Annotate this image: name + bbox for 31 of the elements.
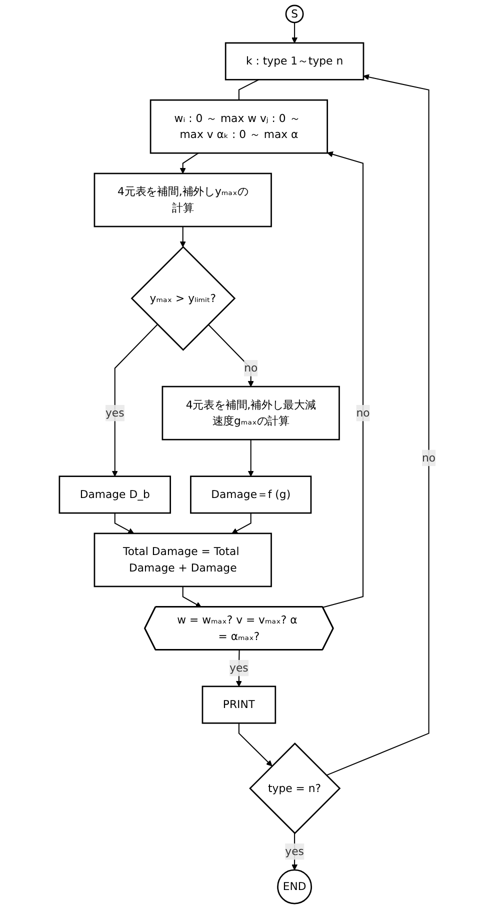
arrow bbox=[208, 324, 254, 387]
edge-label: no bbox=[356, 406, 370, 420]
edge-label: no bbox=[244, 361, 258, 374]
node-box: 4元表を補間,補外しyₘₐₓの計算 bbox=[94, 172, 272, 228]
node-circle: END bbox=[278, 869, 312, 904]
node-circle: S bbox=[286, 4, 304, 24]
arrow bbox=[326, 74, 430, 776]
arrow bbox=[112, 324, 158, 477]
arrow bbox=[323, 151, 364, 608]
node-box: PRINT bbox=[202, 686, 277, 724]
arrow bbox=[248, 440, 254, 477]
arrow bbox=[180, 226, 186, 248]
node-box: 4元表を補間,補外し最大減速度gₘₐₓの計算 bbox=[162, 386, 340, 440]
edge-label: no bbox=[422, 451, 436, 464]
connector bbox=[238, 79, 260, 100]
arrow bbox=[180, 152, 200, 174]
arrow bbox=[182, 586, 202, 608]
edge-label: yes bbox=[286, 844, 304, 858]
arrow bbox=[114, 513, 135, 534]
node-box: Total Damage = Total Damage + Damage bbox=[94, 532, 272, 588]
node-box: Damage D_b bbox=[59, 476, 172, 514]
arrow bbox=[238, 723, 273, 766]
node-box: wᵢ : 0 ～ max w vⱼ : 0 ～ max v αₖ : 0 ～ max α bbox=[150, 99, 328, 154]
node-box: Damage＝f (g) bbox=[190, 476, 312, 514]
node-diamond: yₘₐₓ > yₗᵢₘᵢₜ? bbox=[131, 246, 236, 351]
edge-label: yes bbox=[106, 406, 125, 420]
node-diamond: type = n? bbox=[250, 742, 342, 834]
arrow bbox=[232, 513, 252, 534]
edge-label: yes bbox=[230, 661, 249, 674]
node-box: k : type 1～type n bbox=[225, 42, 365, 80]
arrow bbox=[292, 22, 298, 44]
